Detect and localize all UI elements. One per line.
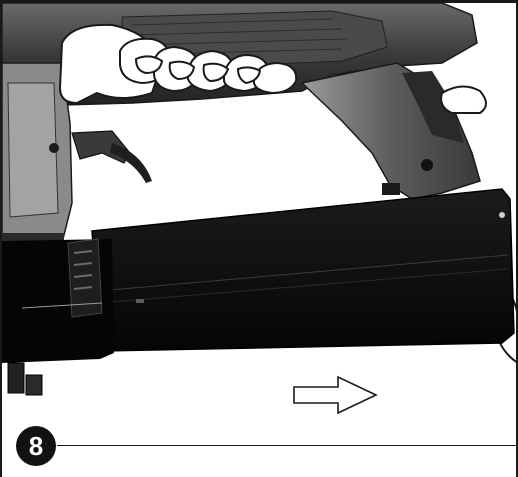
tool-grip: [300, 62, 481, 200]
trigger: [71, 130, 152, 183]
nail-guide: [2, 238, 114, 396]
step-divider: [57, 445, 516, 446]
step-number-badge: 8: [16, 426, 56, 466]
tool-nose-housing: [2, 62, 73, 251]
nail-gun-illustration: [2, 3, 516, 415]
arrow-right-outline-icon: [293, 375, 378, 415]
magazine: [91, 188, 515, 352]
